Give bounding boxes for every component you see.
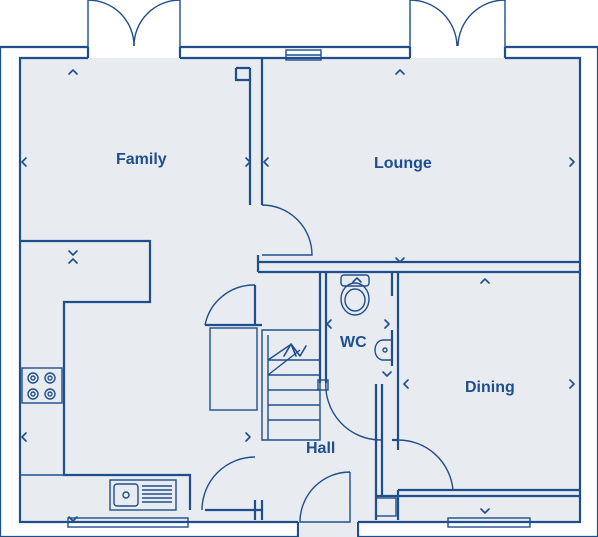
hob-icon: [21, 367, 63, 404]
room-label-dining: Dining: [465, 379, 515, 396]
dimension-marker-icon: [382, 371, 392, 377]
dimension-marker-icon: [68, 516, 78, 522]
window-icon: [447, 517, 531, 528]
toilet-icon: [340, 274, 370, 316]
french-doors-family-icon: [87, 0, 181, 47]
room-label-hall: Hall: [306, 440, 336, 457]
door-icon: [325, 379, 382, 441]
dimension-marker-icon: [68, 69, 78, 75]
dimension-marker-icon: [352, 277, 362, 283]
room-label-lounge: Lounge: [374, 155, 432, 172]
door-icon: [204, 284, 256, 326]
dimension-marker-icon: [403, 379, 409, 389]
dimension-marker-icon: [263, 157, 269, 167]
dimension-marker-icon: [395, 257, 405, 263]
french-doors-lounge-icon: [409, 0, 506, 47]
dimension-marker-icon: [245, 432, 251, 442]
front-door-icon: [299, 471, 351, 523]
room-label-family: Family: [116, 151, 167, 168]
dimension-marker-icon: [395, 69, 405, 75]
basin-icon: [374, 339, 392, 361]
dimension-marker-icon: [384, 319, 390, 329]
dimension-marker-icon: [21, 157, 27, 167]
dimension-marker-icon: [569, 157, 575, 167]
stairs-icon: [209, 327, 321, 441]
wall-stub: [317, 379, 397, 517]
room-label-wc: WC: [340, 334, 367, 351]
window-icon: [285, 49, 322, 61]
dimension-marker-icon: [68, 250, 78, 264]
door-icon: [397, 439, 454, 491]
dimension-marker-icon: [21, 432, 27, 442]
dimension-marker-icon: [569, 379, 575, 389]
window-icon: [67, 517, 189, 528]
sink-icon: [109, 479, 177, 511]
floor-area: [20, 58, 580, 537]
kitchen-counter: [20, 239, 192, 510]
dimension-marker-icon: [480, 278, 490, 284]
door-icon: [201, 456, 256, 511]
dimension-marker-icon: [245, 157, 251, 167]
dimension-markers: [21, 69, 575, 522]
exterior-walls: [0, 45, 598, 537]
door-icon: [261, 204, 313, 256]
dimension-marker-icon: [326, 319, 332, 329]
dimension-marker-icon: [480, 508, 490, 514]
